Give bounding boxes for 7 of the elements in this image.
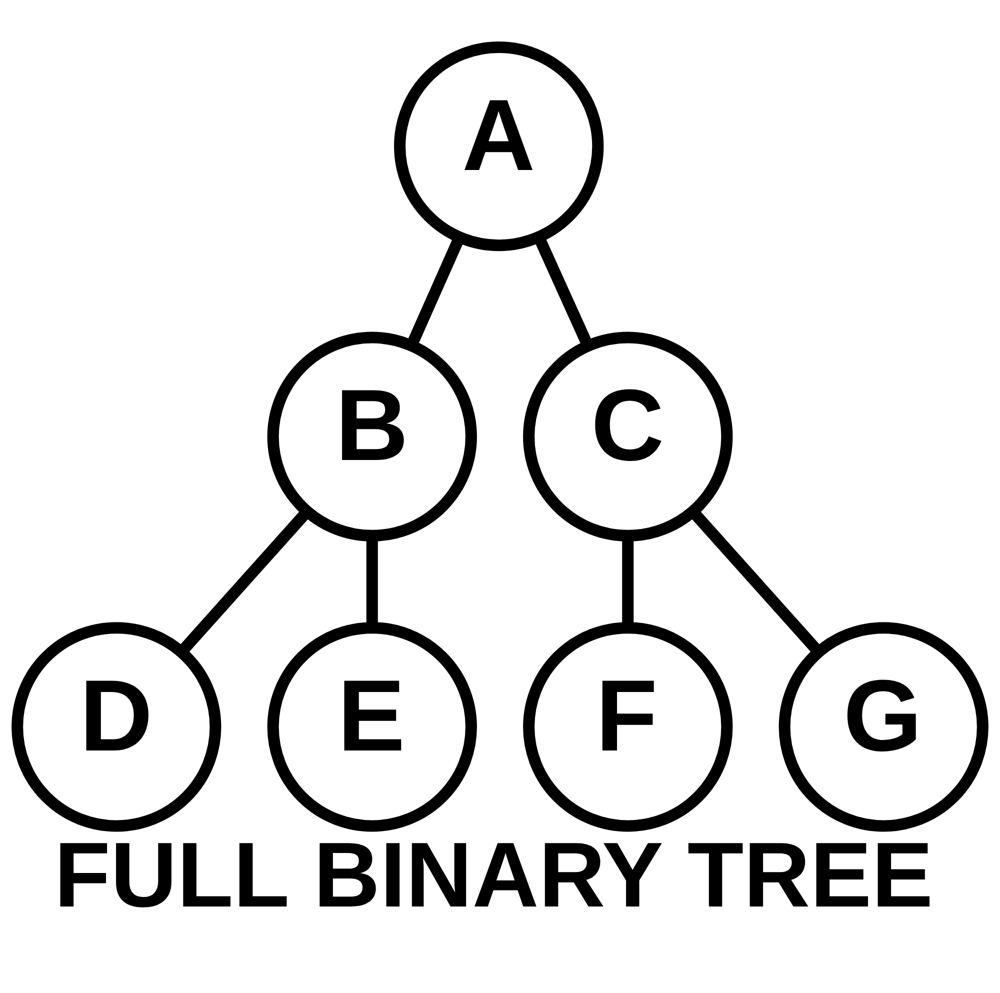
node-circle: F xyxy=(523,622,733,832)
node-circle: A xyxy=(394,41,604,252)
node-circle: C xyxy=(523,332,733,542)
node-circle: D xyxy=(12,622,222,832)
node-circle: B xyxy=(267,332,477,542)
node-circle: G xyxy=(778,622,988,832)
node-circle: E xyxy=(267,622,477,832)
